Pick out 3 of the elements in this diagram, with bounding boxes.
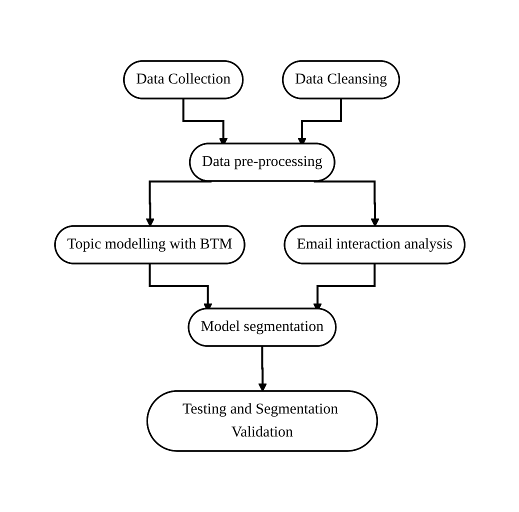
arrow (313, 180, 380, 227)
arrow (258, 346, 267, 392)
arrow (145, 180, 212, 227)
